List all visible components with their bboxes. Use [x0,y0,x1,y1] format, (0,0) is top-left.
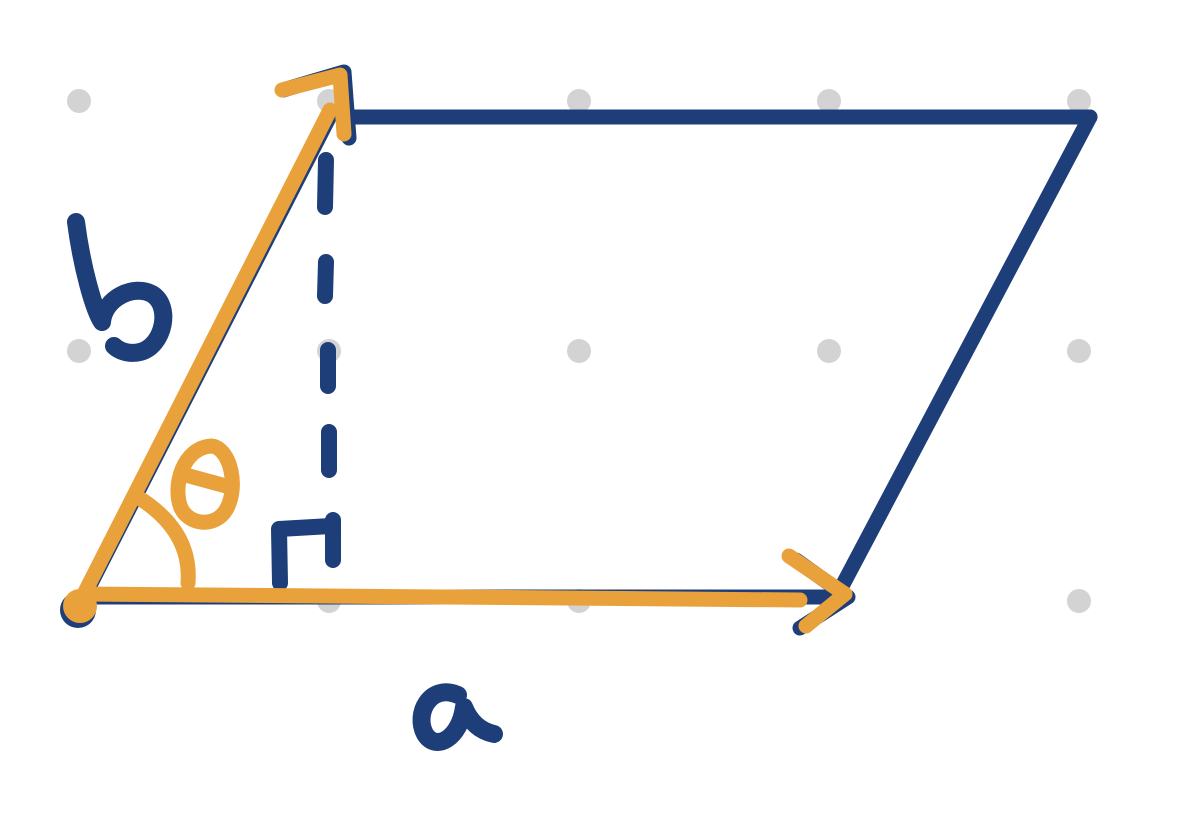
origin-dot-highlight [63,589,97,623]
grid-dot [817,339,841,363]
grid-dot [1067,339,1091,363]
angle-glyph [170,438,240,530]
letter-a-stroke [412,683,503,751]
grid-dot [67,89,91,113]
vectors [76,67,853,634]
side-a-label: a [424,647,491,764]
grid-dot [567,339,591,363]
arrowhead-icon [274,67,352,142]
angle-arc [128,488,196,591]
side-b-label: b [75,190,161,329]
grid-dot [1067,89,1091,113]
letter-b-glyph [67,213,173,362]
height-dash [317,152,334,215]
letter-a-glyph [412,683,503,751]
right-angle-marker-icon [271,518,339,591]
angle-label: θ [180,446,235,539]
letter-b-stroke [67,213,173,362]
height-line [317,152,341,568]
vector-a [76,586,808,608]
right-edge [832,109,1098,598]
height-dash [317,254,334,304]
grid-dot [67,339,91,363]
theta-bar [174,466,234,494]
arrowhead-icon [781,548,853,634]
grid-dot [817,89,841,113]
vector-b [76,102,338,602]
grid-dot [567,89,591,113]
grid-dot [1067,589,1091,613]
